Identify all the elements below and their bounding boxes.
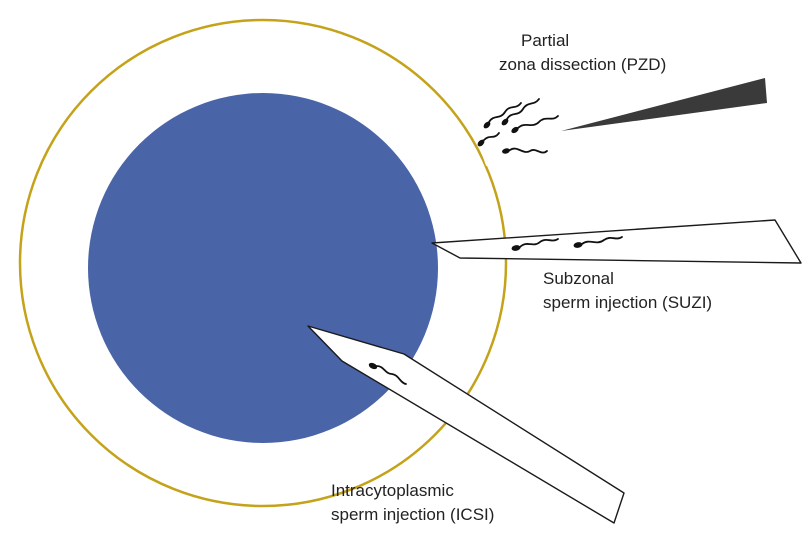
pzd-label-line1: Partial (521, 31, 569, 50)
suzi-label-line2: sperm injection (SUZI) (543, 293, 712, 312)
sperm-icon (500, 99, 539, 127)
cytoplasm (88, 93, 438, 443)
pzd-label: Partial zona dissection (PZD) (499, 31, 666, 74)
pzd-needle (561, 78, 767, 131)
suzi-label: Subzonal sperm injection (SUZI) (543, 269, 712, 312)
sperm-icon (482, 103, 521, 130)
suzi-label-line1: Subzonal (543, 269, 614, 288)
pzd-sperm-group (476, 99, 558, 155)
sperm-icon (501, 147, 547, 154)
sperm-icon (510, 116, 558, 134)
icsi-label-line1: Intracytoplasmic (331, 481, 454, 500)
icsi-label: Intracytoplasmic sperm injection (ICSI) (331, 481, 494, 524)
icsi-label-line2: sperm injection (ICSI) (331, 505, 494, 524)
pzd-label-line2: zona dissection (PZD) (499, 55, 666, 74)
